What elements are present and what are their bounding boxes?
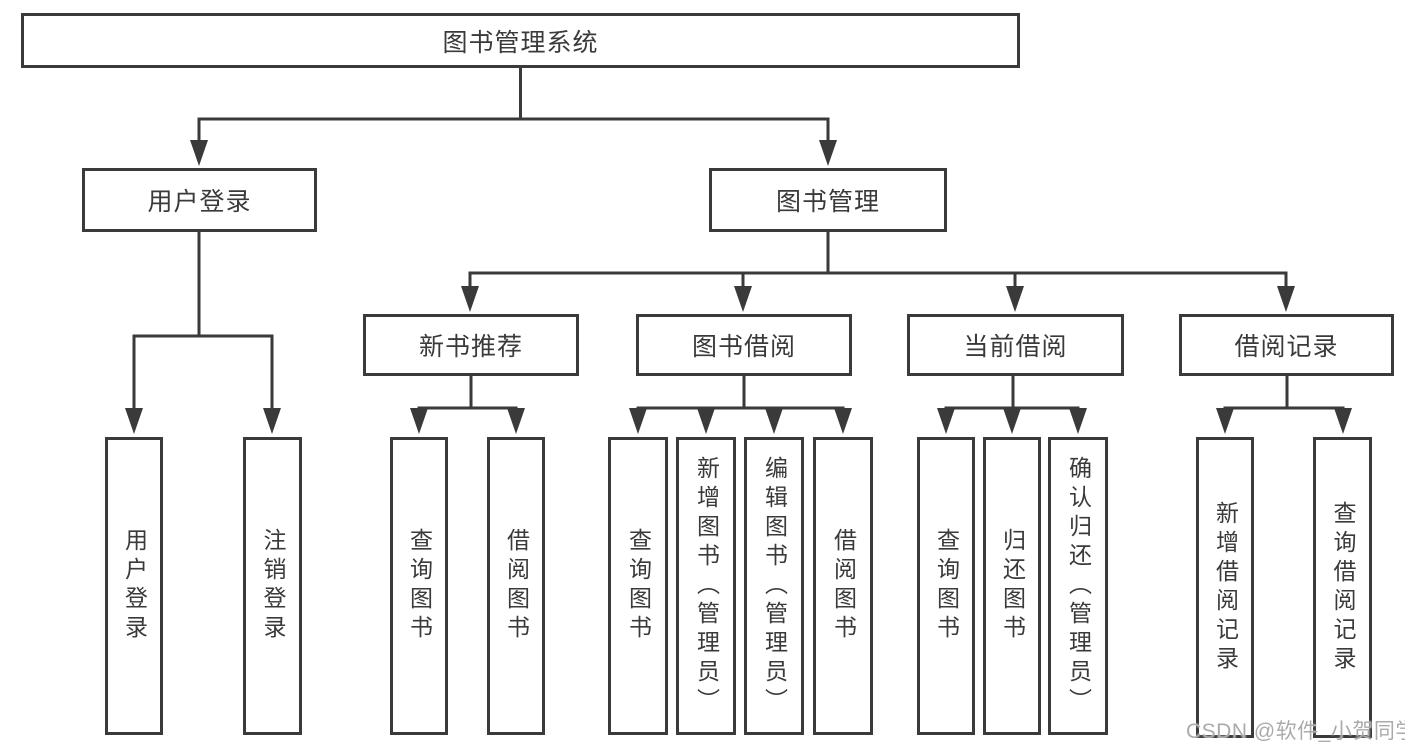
- arrowhead: [507, 408, 525, 434]
- arrowhead: [819, 140, 837, 166]
- leaf-rec-borrow-books: 借阅图书: [487, 437, 545, 735]
- node-label: 用户登录: [121, 528, 148, 644]
- leaf-cb-query-books: 查询图书: [917, 437, 975, 735]
- arrowhead: [461, 286, 479, 312]
- leaf-user-login: 用户登录: [105, 437, 163, 735]
- node-label: 确认归还（管理员）: [1065, 455, 1092, 717]
- arrowhead: [834, 408, 852, 434]
- leaf-br-query-record: 查询借阅记录: [1313, 437, 1372, 738]
- node-user-login: 用户登录: [82, 168, 317, 232]
- node-label: 新增借阅记录: [1212, 500, 1239, 675]
- arrowhead: [190, 140, 208, 166]
- arrowhead: [410, 408, 428, 434]
- node-label: 借阅图书: [503, 528, 530, 644]
- node-book-borrow: 图书借阅: [636, 314, 852, 376]
- node-label: 查询图书: [933, 528, 960, 644]
- node-label: 图书管理系统: [442, 28, 599, 57]
- node-label: 查询图书: [625, 528, 652, 644]
- node-label: 注销登录: [260, 528, 286, 644]
- leaf-logout: 注销登录: [243, 437, 302, 735]
- arrowhead: [1216, 408, 1234, 434]
- node-label: 图书借阅: [691, 333, 796, 361]
- node-label: 查询图书: [406, 528, 433, 644]
- leaf-rec-query-books: 查询图书: [390, 437, 448, 735]
- node-book-mgmt: 图书管理: [709, 168, 947, 232]
- watermark: CSDN @软件_小贺同学: [1186, 720, 1405, 743]
- leaf-cb-confirm-return-admin: 确认归还（管理员）: [1048, 437, 1108, 735]
- node-label: 归还图书: [999, 528, 1026, 644]
- node-label: 新增图书（管理员）: [693, 455, 720, 717]
- node-label: 当前借阅: [963, 333, 1068, 361]
- node-label: 借阅记录: [1234, 333, 1339, 361]
- arrowhead: [125, 408, 143, 434]
- node-root: 图书管理系统: [21, 13, 1020, 68]
- leaf-br-add-record: 新增借阅记录: [1196, 437, 1254, 738]
- arrowhead: [937, 408, 955, 434]
- node-label: 编辑图书（管理员）: [761, 455, 788, 717]
- arrowhead: [697, 408, 715, 434]
- leaf-bb-borrow-books: 借阅图书: [813, 437, 873, 735]
- leaf-bb-query-books: 查询图书: [608, 437, 668, 735]
- node-borrow-records: 借阅记录: [1179, 314, 1394, 376]
- leaf-bb-add-books-admin: 新增图书（管理员）: [676, 437, 736, 735]
- arrowhead: [765, 408, 783, 434]
- arrowhead: [1277, 286, 1295, 312]
- arrowhead: [1006, 286, 1024, 312]
- arrowhead: [1003, 408, 1021, 434]
- leaf-bb-edit-books-admin: 编辑图书（管理员）: [744, 437, 804, 735]
- node-new-book-rec: 新书推荐: [363, 314, 579, 376]
- node-current-borrow: 当前借阅: [907, 314, 1124, 376]
- arrowhead: [629, 408, 647, 434]
- arrowhead: [1069, 408, 1087, 434]
- node-label: 查询借阅记录: [1330, 500, 1356, 675]
- arrowhead: [263, 408, 281, 434]
- arrowhead: [734, 286, 752, 312]
- node-label: 借阅图书: [830, 528, 857, 644]
- arrowhead: [1334, 408, 1352, 434]
- node-label: 新书推荐: [418, 333, 523, 361]
- node-label: 用户登录: [147, 188, 252, 216]
- leaf-cb-return-books: 归还图书: [983, 437, 1041, 735]
- node-label: 图书管理: [775, 188, 880, 216]
